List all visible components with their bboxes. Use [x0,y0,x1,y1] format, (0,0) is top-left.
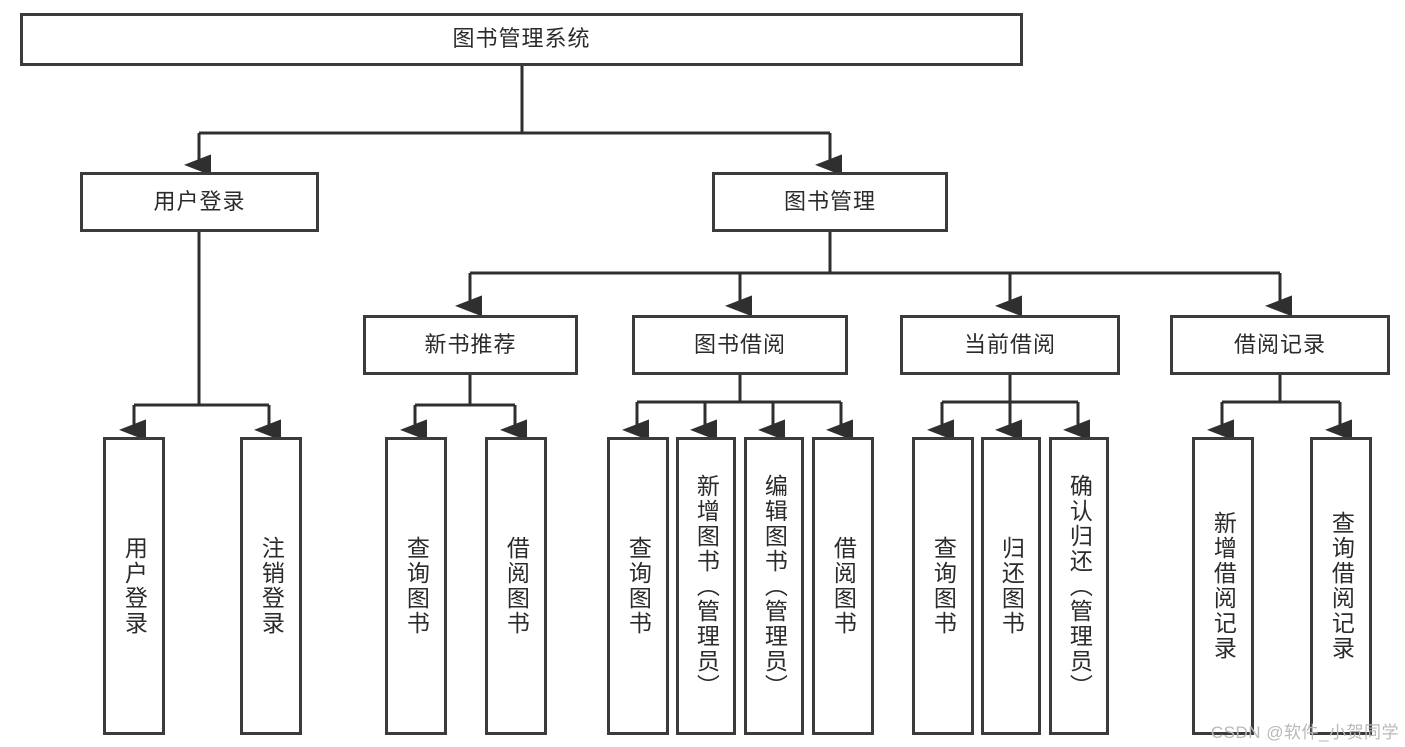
node-label: 用户登录 [153,188,246,214]
node-label: 查询图书 [403,536,430,636]
node-label: 用户登录 [121,536,148,636]
node-label: 新增借阅记录 [1210,511,1237,661]
node-label: 确认归还（管理员） [1066,473,1093,699]
node-label: 借阅图书 [830,536,857,636]
node-label: 查询图书 [625,536,652,636]
node-label: 借阅记录 [1233,331,1326,357]
node-book-management[interactable]: 图书管理 [712,172,948,232]
node-leaf-confirm-return[interactable]: 确认归还（管理员） [1049,437,1109,735]
node-current-borrow[interactable]: 当前借阅 [900,315,1120,375]
node-borrow-record[interactable]: 借阅记录 [1170,315,1390,375]
node-leaf-query-book-2[interactable]: 查询图书 [607,437,669,735]
node-leaf-query-borrow-record[interactable]: 查询借阅记录 [1310,437,1372,735]
node-leaf-return-book[interactable]: 归还图书 [981,437,1041,735]
node-leaf-borrow-book-1[interactable]: 借阅图书 [485,437,547,735]
node-leaf-borrow-book-2[interactable]: 借阅图书 [812,437,874,735]
node-label: 新增图书（管理员） [693,473,720,699]
node-book-borrow[interactable]: 图书借阅 [632,315,848,375]
node-leaf-edit-book[interactable]: 编辑图书（管理员） [744,437,804,735]
node-label: 编辑图书（管理员） [761,473,788,699]
node-label: 归还图书 [998,536,1025,636]
node-leaf-query-book-3[interactable]: 查询图书 [912,437,974,735]
node-leaf-logout-login[interactable]: 注销登录 [240,437,302,735]
node-label: 注销登录 [258,536,285,636]
node-label: 查询图书 [930,536,957,636]
node-leaf-query-book-1[interactable]: 查询图书 [385,437,447,735]
node-label: 借阅图书 [503,536,530,636]
node-leaf-user-login[interactable]: 用户登录 [103,437,165,735]
node-leaf-add-borrow-record[interactable]: 新增借阅记录 [1192,437,1254,735]
node-label: 新书推荐 [424,331,517,357]
node-book-management-system[interactable]: 图书管理系统 [20,13,1023,66]
node-label: 图书管理 [783,188,876,214]
node-label: 图书借阅 [693,331,786,357]
node-new-book-recommend[interactable]: 新书推荐 [363,315,578,375]
watermark: CSDN @软件_小贺同学 [1210,723,1399,742]
node-label: 查询借阅记录 [1328,511,1355,661]
node-label: 图书管理系统 [452,26,591,52]
node-user-login[interactable]: 用户登录 [80,172,319,232]
node-label: 当前借阅 [963,331,1056,357]
node-leaf-add-book[interactable]: 新增图书（管理员） [676,437,736,735]
